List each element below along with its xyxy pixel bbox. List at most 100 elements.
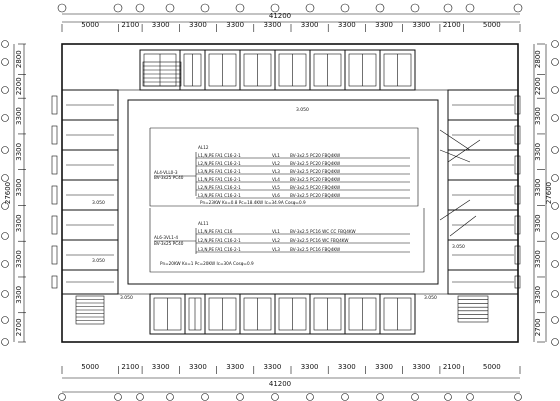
grid-bubble [551, 114, 559, 122]
dim-value: 3300 [412, 21, 430, 29]
grid-bubble [1, 232, 9, 240]
feeder-breaker: L2,N,PE FA1 C16-2-1 [198, 161, 241, 166]
grid-bubble [270, 3, 280, 13]
window [51, 245, 58, 265]
dim-value: 3300 [301, 21, 319, 29]
grid-bubble [466, 393, 474, 401]
level-mark: 3.050 [452, 244, 465, 250]
grid-bubble [551, 260, 559, 268]
dim-value: 2200 [534, 77, 542, 95]
feeder-circuit: VL2 [272, 238, 280, 243]
grid-bubble [57, 3, 67, 13]
dim-value: 3300 [263, 363, 281, 371]
left-dimension-string: 27600 2800220033003300330033003300330027… [4, 43, 26, 343]
feeder-cable: BV-3x2.5 PC16 WC FBQ4KW [290, 238, 349, 243]
right-room-column [447, 89, 521, 295]
dim-value: 5000 [81, 363, 99, 371]
dim-value: 2100 [121, 363, 139, 371]
left-room-column [51, 89, 119, 295]
feeder-cable: BV-3x2.5 PC20 FBQ4KW [290, 193, 340, 198]
dim-value: 3300 [338, 363, 356, 371]
grid-bubble [551, 146, 559, 154]
dim-value: 3300 [534, 286, 542, 304]
grid-bubble [1, 338, 9, 346]
dim-value: 3300 [152, 21, 170, 29]
room [61, 269, 119, 295]
grid-bubble [114, 393, 122, 401]
window [51, 125, 58, 145]
feeder-breaker: L1,N,PE FA1 C16 [198, 229, 233, 234]
room [447, 269, 519, 295]
grid-bubble [1, 40, 9, 48]
window [514, 155, 521, 175]
grid-bubble [201, 393, 209, 401]
room [379, 49, 416, 91]
grid-bubble [551, 40, 559, 48]
dim-value: 3300 [15, 179, 23, 197]
incoming-cable: BV-3x25 PC40 [154, 241, 184, 246]
level-mark: 3.050 [92, 258, 105, 264]
grid-bubble [306, 393, 314, 401]
grid-bubble [444, 393, 452, 401]
grid-bubble [341, 393, 349, 401]
window [514, 125, 521, 145]
incoming-line: AL6-3VL1-4 [154, 235, 178, 240]
grid-bubble [1, 146, 9, 154]
grid-bubble [514, 393, 522, 401]
grid-bubble [551, 202, 559, 210]
schedule-note: Pn=23KW Kx=0.8 Pc=18.4KW Ic=34.9A Cosφ=0… [200, 200, 306, 205]
grid-bubble [551, 232, 559, 240]
dim-value: 3300 [226, 21, 244, 29]
level-mark: 3.050 [120, 295, 133, 301]
grid-bubble [410, 3, 420, 13]
feeder-cable: BV-3x2.5 PC16 FBQ4KW [290, 247, 340, 252]
window [51, 215, 58, 235]
bottom-room-row [149, 293, 416, 335]
dim-value: 5000 [483, 21, 501, 29]
dim-value: 3300 [534, 250, 542, 268]
overall-height-left: 27600 [4, 182, 12, 204]
grid-bubble [1, 58, 9, 66]
dim-value: 3300 [375, 363, 393, 371]
feeder-circuit: VL6 [272, 193, 280, 198]
window [514, 185, 521, 205]
panel-name: AL11 [198, 221, 209, 226]
window [514, 275, 521, 289]
grid-bubble [1, 260, 9, 268]
panel-name: AL12 [198, 145, 209, 150]
dim-value: 3300 [375, 21, 393, 29]
grid-bubble [305, 3, 315, 13]
window [51, 155, 58, 175]
overall-height-right: 27600 [545, 182, 553, 204]
top-room-row [139, 49, 416, 91]
overall-width-top: 41200 [269, 12, 291, 20]
level-mark: 3.050 [424, 295, 437, 301]
dim-value: 2800 [15, 50, 23, 68]
incoming-cable: BV-3x25 PC40 [154, 175, 184, 180]
grid-bubble [465, 3, 475, 13]
dim-value: 2100 [443, 21, 461, 29]
dim-value: 2800 [534, 50, 542, 68]
grid-bubble [551, 316, 559, 324]
feeder-cable: BV-3x2.5 PC20 FBQ4KW [290, 177, 340, 182]
feeder-circuit: VL5 [272, 185, 280, 190]
window [514, 215, 521, 235]
dim-value: 3300 [263, 21, 281, 29]
level-mark: 3.050 [92, 200, 105, 206]
feeder-breaker: L2,N,PE FA1 C16-2-1 [198, 185, 241, 190]
grid-bubble [551, 86, 559, 94]
window [51, 95, 58, 115]
right-dimension-string: 27600 2800220033003300330033003300330027… [533, 43, 553, 343]
level-markers: 3.050 3.050 3.050 3.050 3.050 3.050 [92, 107, 465, 301]
grid-bubble [165, 3, 175, 13]
distribution-wiring-right [439, 129, 481, 237]
dim-value: 2700 [15, 318, 23, 336]
dim-value: 3300 [15, 143, 23, 161]
schedule-note: Pn=20KW Kx=1 Pc=20KW Ic=30A Cosφ=0.9 [160, 261, 254, 266]
feeder-breaker: L3,N,PE FA1 C16-2-1 [198, 247, 241, 252]
grid-bubble [135, 3, 145, 13]
dim-value: 3300 [189, 21, 207, 29]
window [51, 275, 58, 289]
